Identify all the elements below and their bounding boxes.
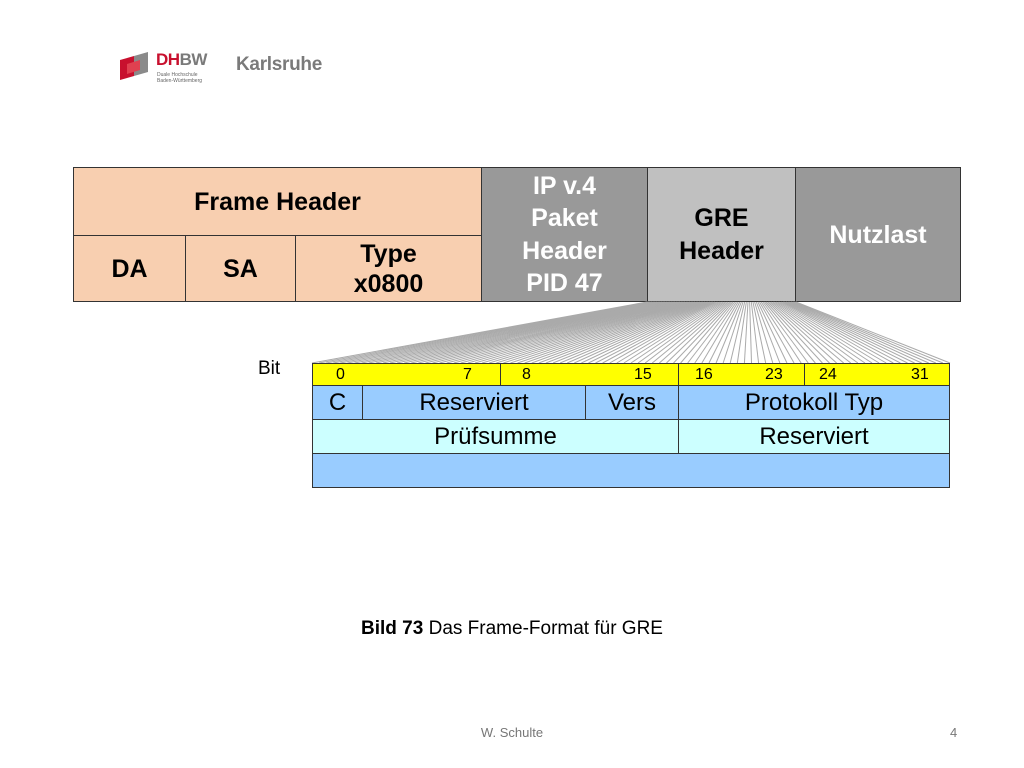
- expansion-connector: [311, 301, 951, 364]
- type-line-2: x0800: [353, 269, 424, 298]
- field-vers: Vers: [585, 385, 679, 420]
- logo-bw: BW: [179, 50, 208, 69]
- caption-figure-number: Bild 73: [361, 618, 424, 639]
- logo-city: Karlsruhe: [236, 54, 323, 75]
- gre-line-1: GRE: [694, 204, 749, 232]
- field-reserviert-1: Reserviert: [362, 385, 586, 420]
- bit-0: 0: [336, 366, 345, 383]
- dhbw-logo-mark-icon: [120, 52, 148, 80]
- ip-line-2: Paket: [531, 204, 598, 232]
- bit-23: 23: [765, 366, 783, 383]
- logo-dh: DH: [156, 50, 180, 69]
- type-cell: Type x0800: [295, 235, 482, 302]
- bit-label: Bit: [258, 358, 281, 379]
- ip-header-cell: IP v.4 Paket Header PID 47: [481, 167, 648, 302]
- logo-subtitle-1: Duale Hochschule: [157, 72, 198, 78]
- bit-24: 24: [819, 366, 837, 383]
- ip-line-1: IP v.4: [532, 171, 596, 200]
- frame-header-cell: Frame Header: [73, 167, 482, 236]
- figure-caption: Bild 73 Das Frame-Format für GRE: [0, 618, 1024, 640]
- gre-header-cell: GRE Header: [647, 167, 796, 302]
- ip-line-3: Header: [522, 236, 607, 265]
- gre-line-2: Header: [679, 236, 764, 265]
- ip-line-4: PID 47: [526, 269, 603, 297]
- bit-7: 7: [463, 366, 472, 383]
- type-line-1: Type: [360, 239, 417, 268]
- bit-15: 15: [634, 366, 652, 383]
- page-number: 4: [950, 725, 958, 740]
- logo-wordmark: DHBW: [156, 50, 207, 70]
- bit-8: 8: [522, 366, 531, 383]
- bit-31: 31: [911, 366, 929, 383]
- dhbw-logo: DHBW Duale Hochschule Baden-Württemberg …: [118, 48, 328, 94]
- logo-subtitle-2: Baden-Württemberg: [157, 78, 203, 84]
- nutzlast-cell: Nutzlast: [795, 167, 961, 302]
- da-cell: DA: [73, 235, 186, 302]
- field-reserviert-2: Reserviert: [678, 419, 950, 454]
- sa-cell: SA: [185, 235, 296, 302]
- bit-ruler: 0 7 8 15 16 23 24 31: [312, 363, 950, 386]
- field-empty-row: [312, 453, 950, 488]
- field-protokoll-typ: Protokoll Typ: [678, 385, 950, 420]
- caption-text: Das Frame-Format für GRE: [423, 618, 663, 639]
- footer-author: W. Schulte: [480, 725, 544, 740]
- field-pruefsumme: Prüfsumme: [312, 419, 679, 454]
- field-c: C: [312, 385, 363, 420]
- bit-16: 16: [695, 366, 713, 383]
